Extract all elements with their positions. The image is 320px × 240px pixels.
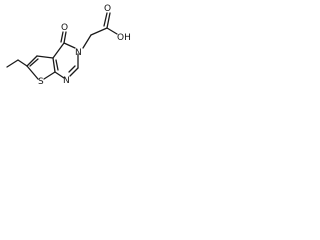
bond-c5-c4a (36, 55, 54, 59)
atom-label-hydroxyl: OH (117, 33, 131, 43)
bond-c-oh (106, 27, 118, 35)
bond-c4-o (63, 31, 67, 44)
bond-ethyl-ch3 (6, 59, 19, 68)
bond-n1-c7a (54, 71, 65, 79)
bond-c4a-c7a-inner (55, 59, 59, 71)
bond-c7a-s (43, 71, 56, 80)
bond-ethyl-ch2 (17, 59, 28, 67)
bond-s-c6 (26, 65, 39, 80)
bond-c4a-c7a (52, 57, 56, 73)
atom-label-o-acid: O (104, 4, 111, 14)
bond-n3-ch2 (82, 34, 92, 49)
atom-label-n1: N (63, 76, 70, 86)
bond-c4-n3 (63, 42, 76, 49)
atom-label-o-keto: O (61, 23, 68, 33)
atom-label-sulfur: S (38, 77, 44, 87)
bond-c4a-c4 (52, 42, 65, 59)
bond-c-o-double (106, 12, 111, 29)
bond-c4-o-double (60, 31, 64, 43)
bond-ch2-cooh (90, 27, 108, 36)
bond-c2-n1-inner (68, 65, 76, 73)
bond-c2-n1 (69, 67, 79, 77)
structure-canvas: O O OH N N S (0, 0, 142, 98)
molecule-diagram: O O OH N N S (6, 4, 131, 87)
atom-label-n3: N (75, 48, 82, 58)
bond-c-o-double-2 (103, 12, 108, 27)
bond-c6-c5 (26, 55, 38, 67)
bond-c6-c5-inner (29, 58, 39, 67)
